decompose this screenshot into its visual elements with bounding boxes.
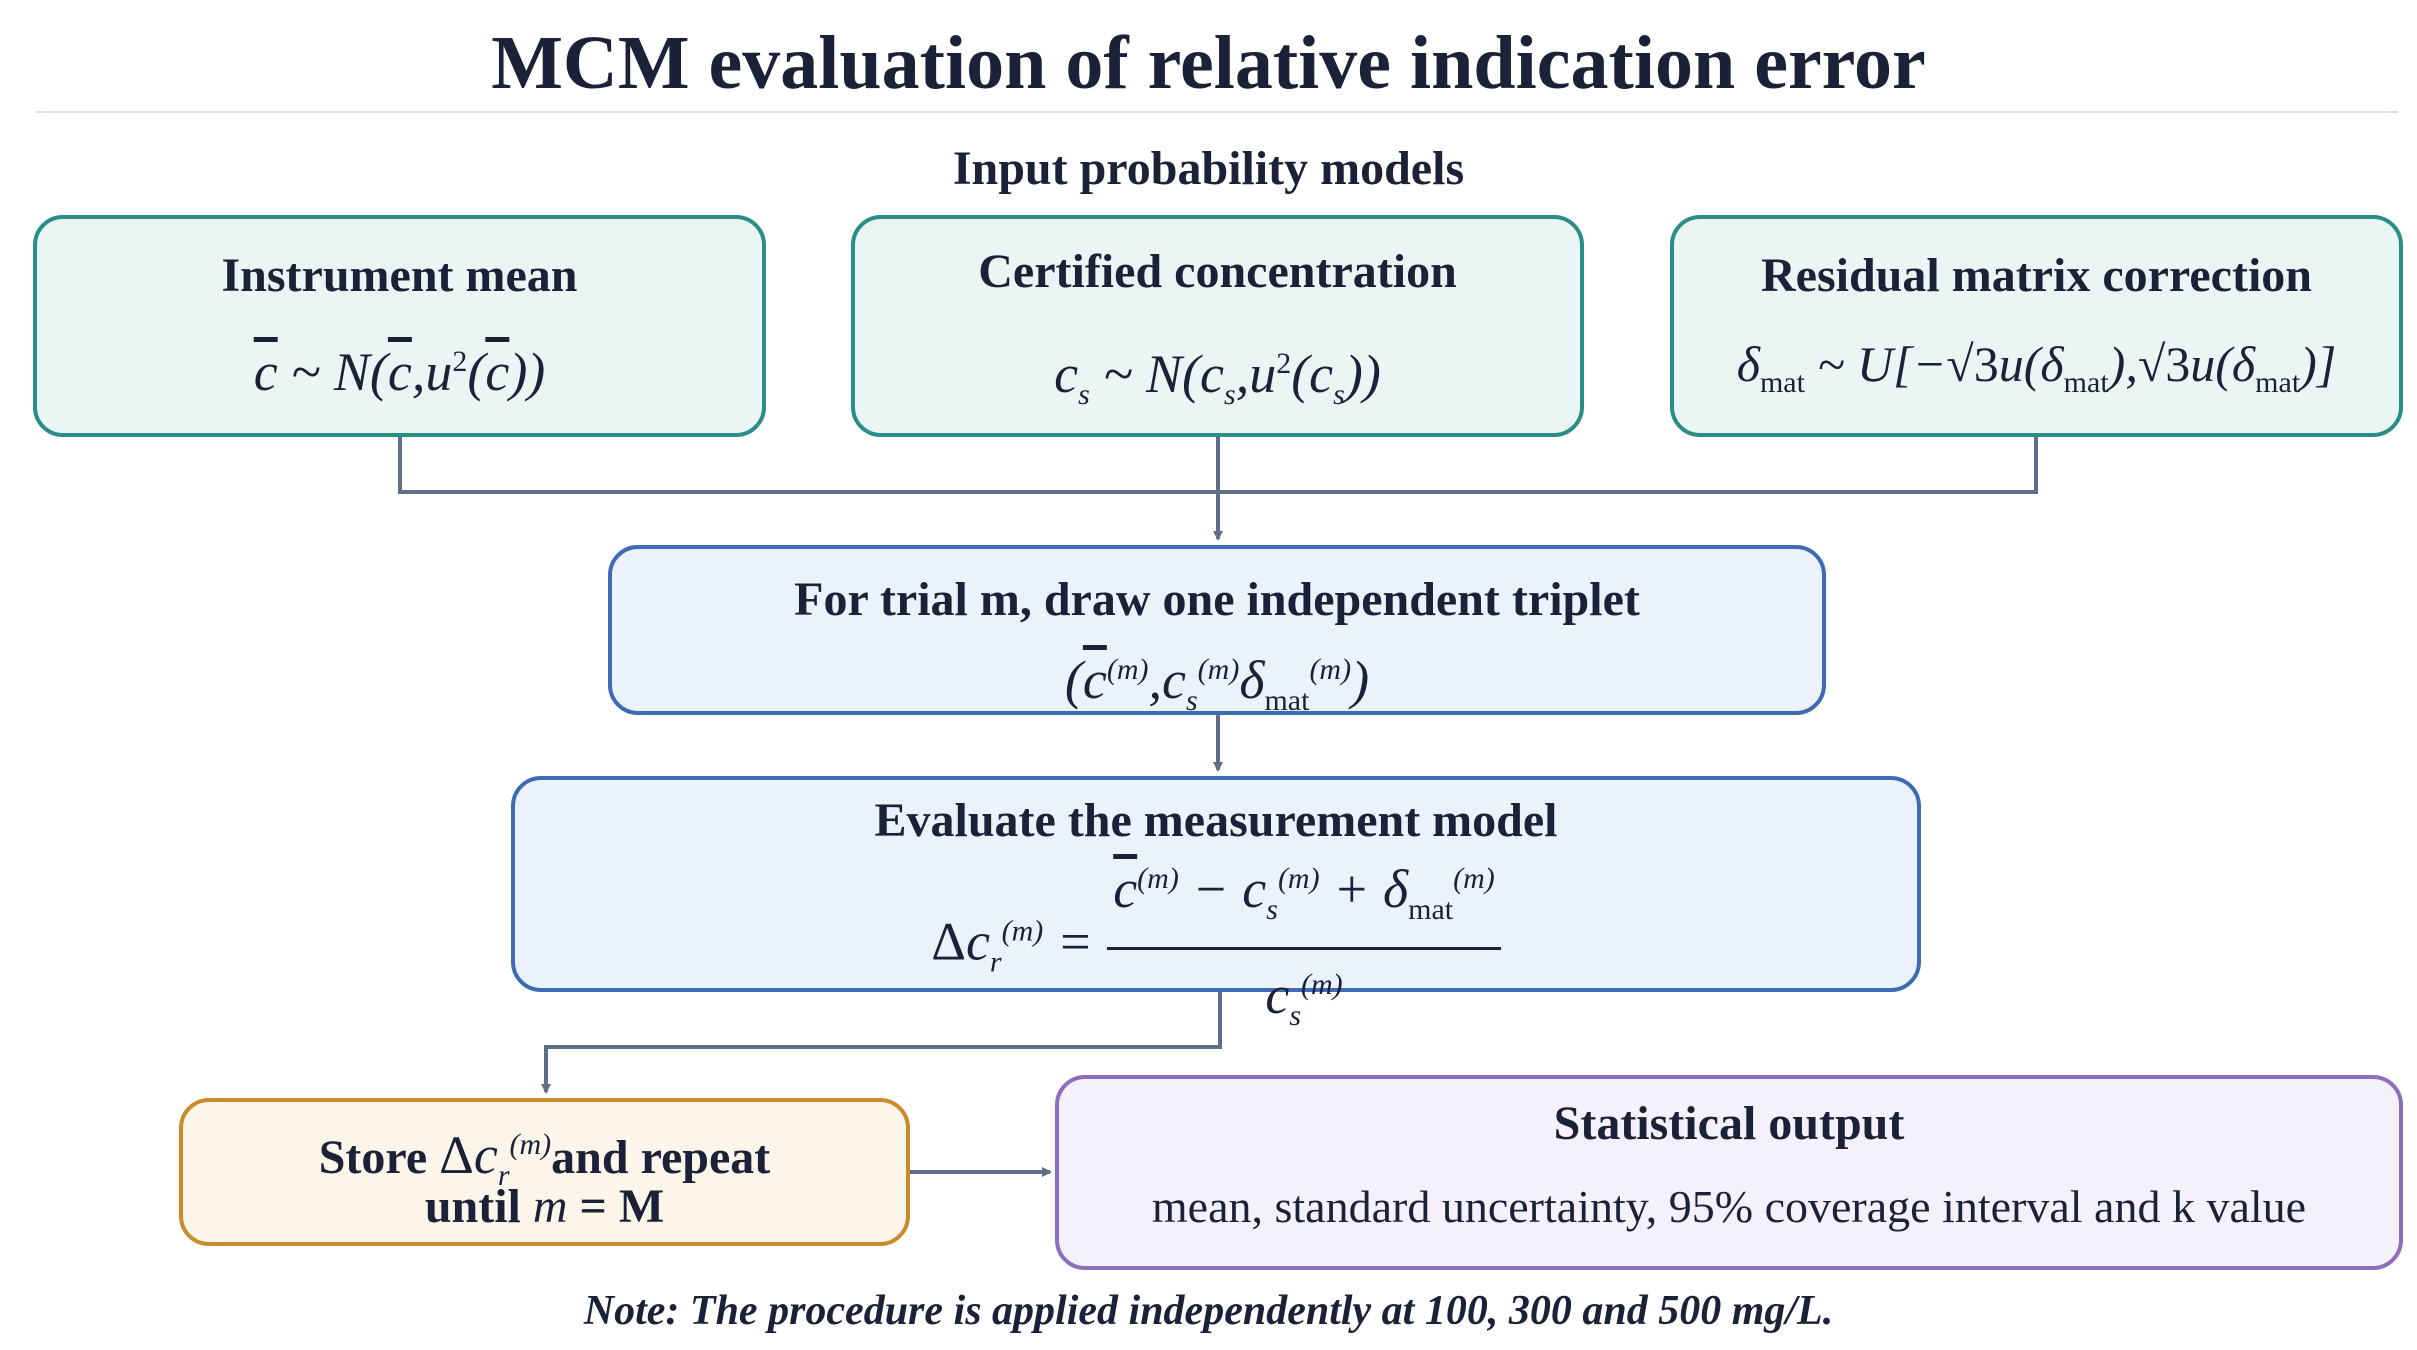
title-divider: [36, 111, 2398, 113]
statistical-output-box: Statistical output mean, standard uncert…: [1055, 1075, 2403, 1270]
certified-concentration-title: Certified concentration: [978, 245, 1457, 298]
certified-concentration-box: Certified concentration cs ~ N(cs,u2(cs)…: [851, 215, 1584, 437]
residual-matrix-box: Residual matrix correction δmat ~ U[−√3u…: [1670, 215, 2403, 437]
residual-matrix-formula: δmat ~ U[−√3u(δmat),√3u(δmat)]: [1736, 336, 2337, 399]
evaluate-model-box: Evaluate the measurement model Δcr(m) =c…: [511, 776, 1921, 1032]
draw-triplet-formula: (c(m),cs(m)δmat(m)): [1064, 650, 1370, 717]
connector-evaluate-to-store: [541, 992, 1222, 1094]
until-label: until: [424, 1180, 521, 1233]
repeat-label: and repeat: [551, 1131, 771, 1184]
store-repeat-box: Store Δcr(m)and repeat until m = M: [179, 1098, 910, 1246]
inputs-heading: Input probability models: [952, 142, 1465, 195]
certified-concentration-formula: cs ~ N(cs,u2(cs)): [1054, 344, 1381, 411]
trial-symbol: m: [532, 1180, 568, 1233]
instrument-mean-box: Instrument mean c ~ N(c,u2(c)): [33, 215, 766, 437]
trial-limit: = M: [567, 1180, 665, 1233]
page-title: MCM evaluation of relative indication er…: [491, 21, 1926, 105]
connector-instrument-mean: [398, 437, 1218, 494]
model-fraction: c(m) − cs(m) + δmat(m)cs(m): [1107, 848, 1501, 1047]
store-repeat-line2: until m = M: [183, 1178, 906, 1236]
instrument-mean-formula: c ~ N(c,u2(c)): [253, 342, 546, 402]
measurement-model-formula: Δcr(m) =c(m) − cs(m) + δmat(m)cs(m): [515, 848, 1917, 1047]
store-label: Store: [318, 1131, 428, 1184]
draw-triplet-box: For trial m, draw one independent triple…: [608, 545, 1826, 717]
statistical-output-text: mean, standard uncertainty, 95% coverage…: [1151, 1181, 2307, 1232]
store-repeat-line1: Store Δcr(m)and repeat: [318, 1125, 771, 1192]
procedure-note: Note: The procedure is applied independe…: [583, 1288, 1834, 1334]
draw-triplet-title: For trial m, draw one independent triple…: [794, 573, 1640, 626]
evaluate-model-title: Evaluate the measurement model: [874, 794, 1558, 847]
statistical-output-title: Statistical output: [1553, 1097, 1905, 1150]
instrument-mean-title: Instrument mean: [221, 249, 578, 302]
connector-residual-matrix: [1218, 437, 2038, 494]
residual-matrix-title: Residual matrix correction: [1761, 249, 2312, 302]
